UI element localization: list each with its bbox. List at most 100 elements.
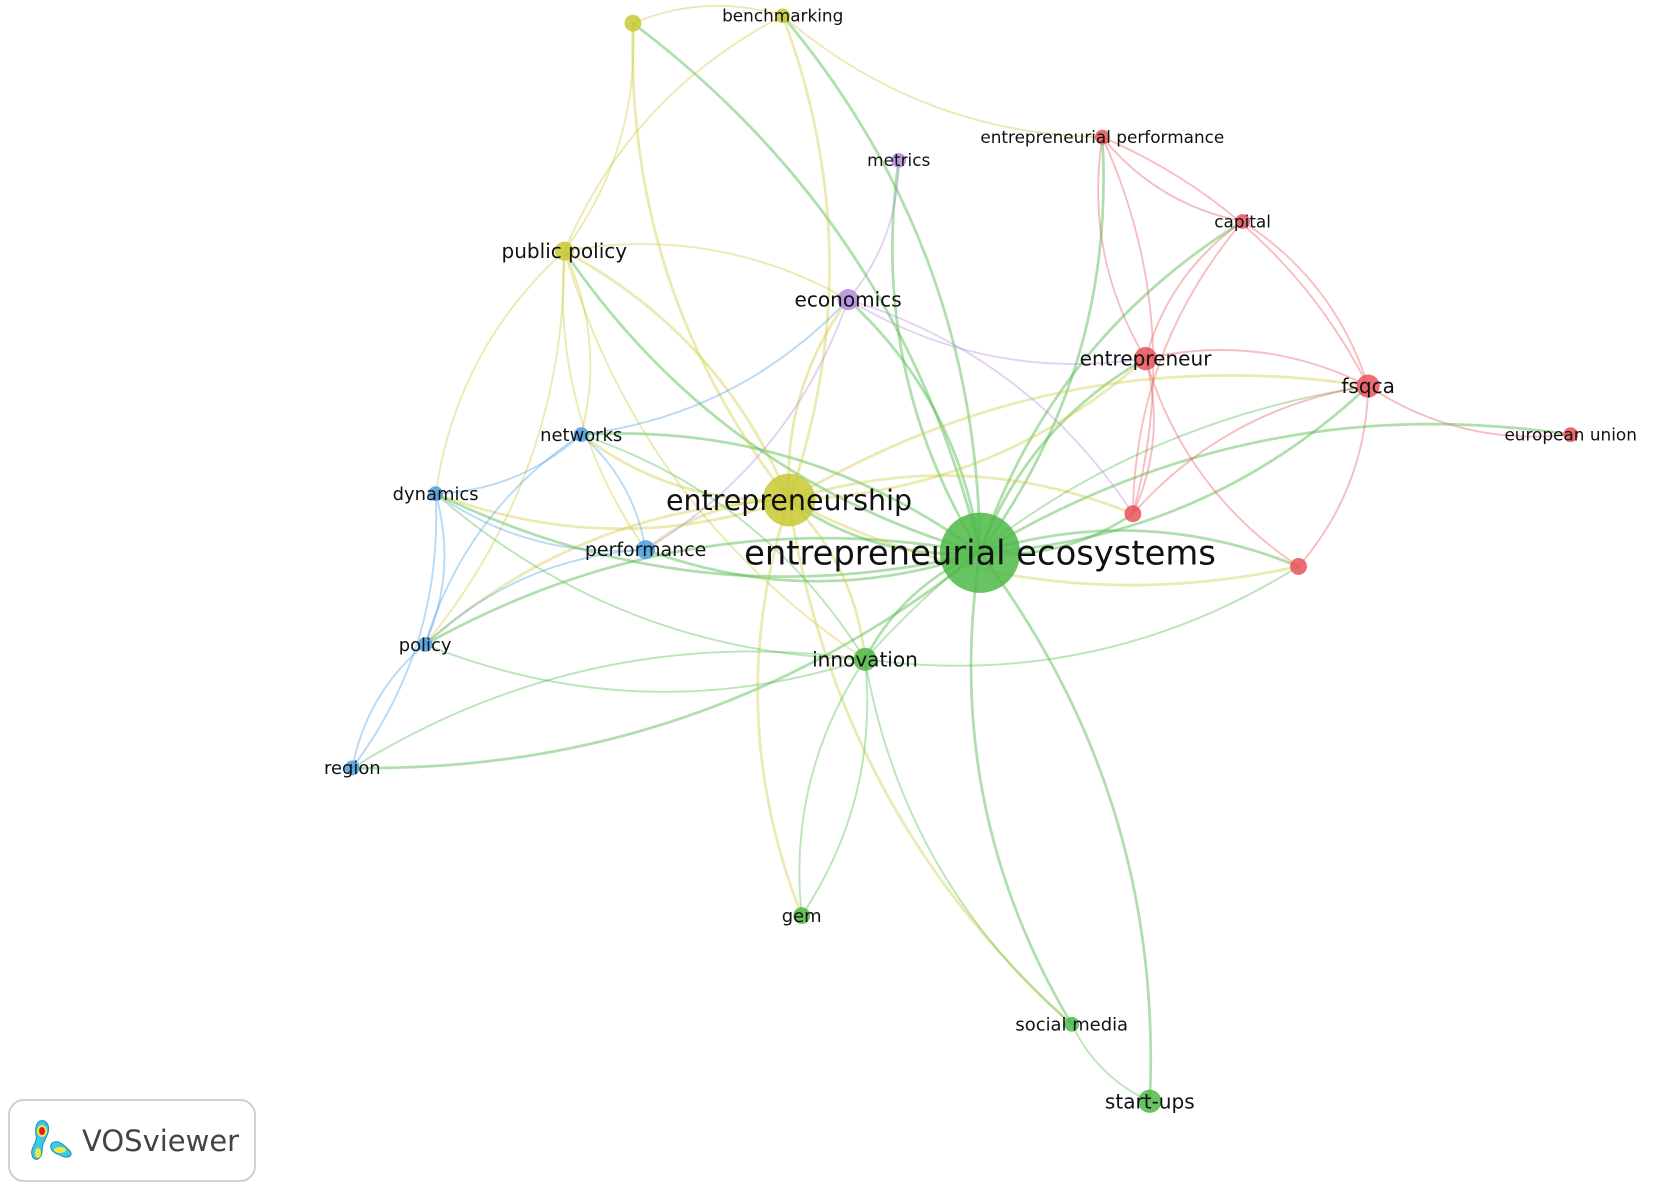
node-startups[interactable] bbox=[1138, 1089, 1162, 1113]
edge-dynamics-region bbox=[351, 493, 438, 769]
node-socialmedia[interactable] bbox=[1064, 1016, 1080, 1032]
label-benchmarking: benchmarking bbox=[722, 6, 843, 26]
edge-ee-y0 bbox=[632, 22, 982, 554]
edge-ee-fsqca bbox=[979, 385, 1370, 555]
edge-publicpolicy-dynamics bbox=[434, 250, 565, 494]
edge-entrepreneurship-policy bbox=[424, 498, 790, 646]
node-metrics[interactable] bbox=[891, 152, 907, 168]
edge-socialmedia-startups bbox=[1070, 1023, 1151, 1103]
edge-entrepreneurship-economics bbox=[787, 298, 850, 501]
edge-entrepreneurship-dynamics bbox=[435, 492, 790, 531]
label-socialmedia: social media bbox=[1015, 1015, 1128, 1036]
edge-benchmarking-entperf bbox=[782, 15, 1103, 139]
node-networks[interactable] bbox=[573, 427, 589, 442]
node-capital[interactable] bbox=[1235, 214, 1250, 229]
label-eu: european union bbox=[1504, 425, 1636, 445]
edge-entrepreneur-fsqca bbox=[1145, 349, 1369, 387]
edge-entrepreneurship-r2 bbox=[788, 498, 1299, 587]
edge-policy-region bbox=[351, 643, 426, 769]
edge-entrepreneurship-gem bbox=[756, 499, 803, 917]
label-region: region bbox=[324, 758, 381, 779]
edge-ee-policy bbox=[424, 536, 981, 646]
edge-fsqca-r2 bbox=[1297, 386, 1370, 568]
node-region[interactable] bbox=[344, 760, 360, 776]
edge-networks-economics bbox=[581, 298, 849, 436]
edge-y0-benchmarking bbox=[632, 4, 783, 25]
label-entperf: entrepreneurial performance bbox=[980, 127, 1224, 147]
edge-networks-dynamics bbox=[435, 433, 582, 495]
edge-gem-innovation bbox=[798, 658, 866, 916]
node-entrepreneurship[interactable] bbox=[762, 473, 816, 527]
edge-ee-publicpolicy bbox=[563, 250, 981, 555]
edge-publicpolicy-y0 bbox=[563, 23, 635, 252]
edge-innovation-dynamics bbox=[435, 492, 865, 661]
edge-entperf-fsqca bbox=[1101, 136, 1369, 387]
edge-entrepreneur-r2 bbox=[1144, 358, 1300, 568]
edge-innovation-region bbox=[351, 650, 866, 769]
edge-dynamics-performance bbox=[435, 492, 646, 552]
edge-entperf-entrepreneur bbox=[1097, 136, 1147, 360]
node-y0[interactable] bbox=[624, 14, 642, 32]
node-innovation[interactable] bbox=[853, 647, 877, 671]
edge-capital-fsqca bbox=[1242, 220, 1370, 387]
node-benchmarking[interactable] bbox=[775, 8, 791, 24]
node-dynamics[interactable] bbox=[428, 486, 444, 502]
label-capital: capital bbox=[1214, 211, 1271, 231]
edge-economics-metrics bbox=[847, 160, 900, 301]
edge-entrepreneurship-publicpolicy bbox=[563, 249, 791, 501]
edge-entperf-capital bbox=[1101, 136, 1243, 223]
node-policy[interactable] bbox=[417, 637, 433, 652]
node-r2[interactable] bbox=[1290, 558, 1307, 575]
labels-layer: benchmarking entrepreneurial performance m… bbox=[324, 6, 1637, 1114]
edge-ee-eu bbox=[979, 422, 1571, 554]
node-economics[interactable] bbox=[837, 289, 859, 311]
edge-publicpolicy-policy bbox=[424, 251, 566, 646]
edge-fsqca-eu bbox=[1367, 385, 1571, 438]
edge-publicpolicy-innovation bbox=[563, 250, 866, 661]
edge-economics-entrepreneur bbox=[847, 298, 1146, 365]
edge-entrepreneurship-r1 bbox=[788, 474, 1134, 515]
edge-policy-performance bbox=[424, 548, 646, 646]
label-entrepreneur: entrepreneur bbox=[1080, 347, 1213, 371]
edge-innovation-socialmedia bbox=[864, 659, 1073, 1025]
label-entrepreneurship: entrepreneurship bbox=[666, 484, 912, 517]
edge-economics-r1 bbox=[847, 298, 1134, 515]
edge-networks-performance bbox=[580, 433, 647, 550]
label-networks: networks bbox=[540, 425, 622, 446]
label-metrics: metrics bbox=[867, 150, 930, 170]
edge-ee-capital bbox=[978, 220, 1244, 554]
edge-ee-region bbox=[352, 551, 981, 770]
edge-ee-performance bbox=[645, 548, 981, 583]
edge-entrepreneurship-fsqca bbox=[788, 374, 1369, 502]
edge-economics-performance bbox=[645, 299, 849, 551]
label-performance: performance bbox=[585, 539, 706, 561]
edge-entperf-r1 bbox=[1101, 136, 1155, 514]
edge-entrepreneurship-entrepreneur bbox=[788, 357, 1147, 502]
edge-innovation-r2 bbox=[864, 565, 1300, 667]
node-ee[interactable] bbox=[939, 512, 1021, 593]
node-fsqca[interactable] bbox=[1356, 374, 1380, 398]
edge-dynamics-policy bbox=[424, 493, 446, 645]
node-eu[interactable] bbox=[1563, 427, 1579, 442]
label-startups: start-ups bbox=[1105, 1089, 1195, 1113]
label-innovation: innovation bbox=[812, 647, 918, 671]
edge-entrepreneurship-benchmarking bbox=[781, 15, 831, 501]
edge-ee-socialmedia bbox=[969, 552, 1073, 1025]
logo-text: VOSviewer bbox=[82, 1123, 240, 1158]
node-gem[interactable] bbox=[793, 907, 811, 925]
node-entrepreneur[interactable] bbox=[1133, 347, 1158, 371]
edge-innovation-networks bbox=[580, 433, 866, 660]
node-performance[interactable] bbox=[636, 540, 656, 560]
edge-innovation-gem bbox=[800, 659, 869, 917]
edge-ee-entperf bbox=[978, 137, 1105, 554]
edge-innovation-policy bbox=[424, 643, 866, 693]
label-policy: policy bbox=[399, 635, 452, 656]
node-r1[interactable] bbox=[1124, 505, 1142, 523]
label-publicpolicy: public policy bbox=[502, 239, 628, 263]
vosviewer-logo: VOSviewer bbox=[8, 1099, 256, 1182]
node-entperf[interactable] bbox=[1094, 129, 1110, 145]
edge-ee-metrics bbox=[891, 160, 982, 554]
node-publicpolicy[interactable] bbox=[554, 241, 574, 261]
edge-publicpolicy-networks bbox=[563, 250, 592, 435]
